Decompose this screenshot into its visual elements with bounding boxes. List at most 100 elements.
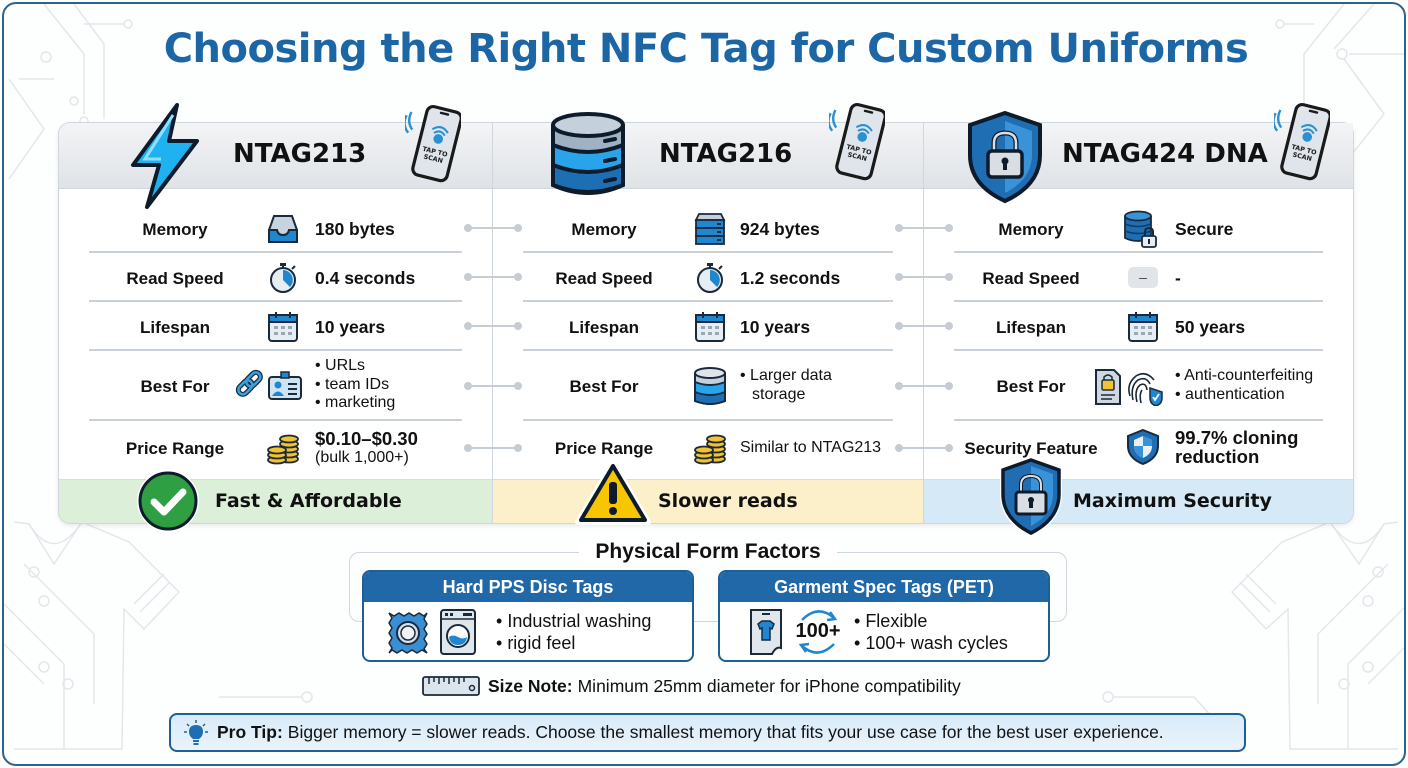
pro-tip-banner: Pro Tip: Bigger memory = slower reads. C… [169, 713, 1246, 752]
best-for-list: URLs team IDs marketing [315, 357, 395, 413]
row-value: 0.4 seconds [315, 268, 416, 288]
row-divider [89, 300, 462, 302]
ruler-icon [422, 676, 480, 696]
row-divider [954, 251, 1323, 253]
row-value: 1.2 seconds [740, 268, 841, 288]
document-fingerprint-icon [1095, 369, 1163, 406]
link-and-id-card-icon [235, 369, 302, 400]
best-for-list: Larger data storage [740, 367, 832, 404]
locked-database-icon [1124, 210, 1157, 248]
shield-icon [1127, 428, 1159, 466]
row-divider [89, 349, 462, 351]
row-value: Secure [1175, 219, 1234, 239]
dash-placeholder-icon: – [1128, 267, 1158, 288]
security-subvalue: reduction [1175, 446, 1260, 467]
row-label-best-for: Best For [996, 377, 1066, 396]
row-divider [954, 349, 1323, 351]
row-divider [954, 300, 1323, 302]
column-ntag216: NTAG216 TAP TOSCAN Memory 924 byt [492, 102, 923, 525]
row-divider [523, 349, 893, 351]
lightbulb-icon [184, 719, 208, 745]
list-item-continued: storage [752, 385, 806, 403]
pro-tip-label: Pro Tip: [217, 722, 283, 742]
tap-to-scan-phone-icon: TAP TOSCAN [405, 104, 461, 183]
price-value: Similar to NTAG213 [740, 439, 882, 456]
size-note-text: Minimum 25mm diameter for iPhone compati… [577, 675, 961, 696]
row-divider [89, 251, 462, 253]
row-label-lifespan: Lifespan [140, 318, 210, 337]
row-label-best-for: Best For [569, 377, 639, 396]
row-value: 924 bytes [740, 219, 820, 239]
row-label-security-feature: Security Feature [964, 439, 1098, 458]
footer-label: Fast & Affordable [215, 490, 402, 512]
tag-name: NTAG424 DNA [1062, 139, 1268, 169]
inbox-tray-icon [268, 215, 298, 243]
form-factor-title: Garment Spec Tags (PET) [720, 572, 1048, 602]
column-ntag424-dna: NTAG424 DNA TAP TOSCAN Memory [923, 102, 1353, 537]
row-divider [523, 300, 893, 302]
database-icon [694, 367, 726, 405]
tap-to-scan-phone-icon: TAP TOSCAN [829, 102, 885, 181]
row-label-memory: Memory [142, 220, 208, 239]
form-factor-title: Hard PPS Disc Tags [364, 572, 692, 602]
calendar-icon [268, 312, 298, 342]
row-label-read-speed: Read Speed [126, 269, 224, 288]
database-icon [551, 112, 625, 195]
row-label-price-range: Price Range [125, 439, 225, 458]
list-item: rigid feel [496, 632, 651, 654]
cycle-count: 100+ [795, 620, 841, 642]
row-label-lifespan: Lifespan [996, 318, 1066, 337]
list-item: Larger data [740, 367, 832, 386]
coins-icon [267, 434, 299, 465]
form-factor-features: Flexible 100+ wash cycles [854, 610, 1008, 654]
list-item: team IDs [315, 376, 395, 395]
row-value: 10 years [315, 317, 386, 337]
list-item: marketing [315, 394, 395, 413]
calendar-icon [1128, 312, 1158, 342]
list-item: Industrial washing [496, 610, 651, 632]
row-label-price-range: Price Range [554, 439, 654, 458]
size-note: Size Note: Minimum 25mm diameter for iPh… [422, 674, 961, 698]
tap-to-scan-phone-icon: TAP TOSCAN [1274, 102, 1330, 181]
footer-slower-reads: Slower reads [493, 460, 923, 525]
stopwatch-icon [697, 263, 723, 293]
lightning-bolt-icon [131, 103, 199, 209]
size-note-label: Size Note: [488, 675, 573, 696]
list-item: Anti-counterfeiting [1175, 367, 1313, 386]
row-label-memory: Memory [571, 220, 637, 239]
warning-triangle-icon [575, 460, 651, 525]
column-ntag213: NTAG213 TAP TOSCAN Memory 180 bytes Read… [59, 103, 492, 532]
price-subvalue: (bulk 1,000+) [315, 449, 409, 466]
row-divider [89, 419, 462, 421]
shield-lock-icon [1000, 457, 1062, 537]
row-label-read-speed: Read Speed [982, 269, 1080, 288]
row-divider [523, 419, 893, 421]
footer-fast-affordable: Fast & Affordable [59, 470, 492, 532]
row-label-read-speed: Read Speed [555, 269, 653, 288]
footer-label: Maximum Security [1073, 490, 1272, 512]
tag-name: NTAG216 [659, 139, 793, 169]
cycle-100-icon: 100+ [790, 606, 846, 658]
garment-label-icon [750, 609, 782, 655]
row-value: 10 years [740, 317, 811, 337]
checkmark-circle-icon [137, 470, 199, 532]
row-label-best-for: Best For [140, 377, 210, 396]
row-value: - [1175, 268, 1181, 288]
security-value: 99.7% cloning [1175, 427, 1299, 448]
row-value: 50 years [1175, 317, 1246, 337]
coins-icon [694, 434, 726, 465]
list-item: Flexible [854, 610, 1008, 632]
tag-comparison-table: NTAG213 TAP TOSCAN Memory 180 bytes Read… [58, 102, 1354, 537]
row-value: 180 bytes [315, 219, 395, 239]
best-for-list: Anti-counterfeiting authentication [1175, 367, 1313, 404]
row-divider [954, 419, 1323, 421]
footer-maximum-security: Maximum Security [924, 457, 1353, 537]
server-stack-icon [694, 213, 726, 245]
washing-machine-icon [440, 609, 476, 655]
list-item: authentication [1175, 386, 1313, 405]
row-label-memory: Memory [998, 220, 1064, 239]
form-factor-card-garment-pet: Garment Spec Tags (PET) 100+ Flexible 10… [718, 570, 1050, 662]
list-item: URLs [315, 357, 395, 376]
footer-label: Slower reads [658, 490, 798, 512]
